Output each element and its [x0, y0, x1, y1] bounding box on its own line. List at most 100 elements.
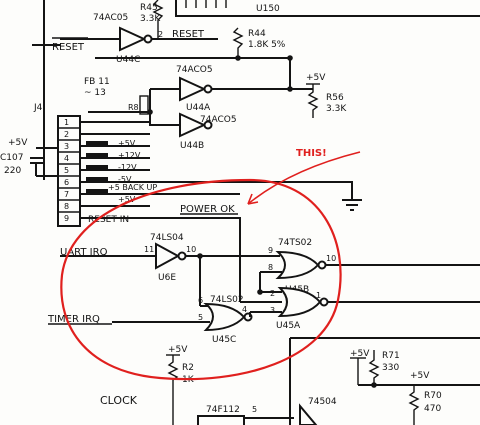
u44a-ref: U44A: [186, 103, 211, 113]
u44c-part: 74AC05: [93, 13, 128, 23]
r44-resistor: [232, 27, 244, 58]
r44-value: 1.8K 5%: [248, 40, 286, 50]
power-ok-label: POWER OK: [180, 204, 235, 215]
left-bus: [32, 0, 60, 180]
clock-label: CLOCK: [100, 394, 138, 407]
j4-pin-8: 8: [64, 202, 69, 211]
j4-pin-9: 9: [64, 214, 69, 223]
u45a-pin-3: 3: [270, 306, 275, 315]
c107-supply: +5V: [8, 138, 28, 148]
j4-label-backup: +5 BACK UP: [108, 183, 157, 192]
r70-resistor: [408, 385, 420, 425]
u45c-pin-4: 4: [242, 305, 247, 314]
u45b-part: 74TS02: [278, 238, 312, 248]
this-annotation: THIS!: [296, 148, 327, 159]
u45c-pin-5: 5: [198, 313, 203, 322]
highlight-circle: [60, 178, 342, 381]
u150-block: U150: [175, 0, 480, 17]
red-annotation: THIS!: [60, 148, 361, 381]
uart-irq-label: UART IRQ: [60, 247, 108, 258]
u44c-gate: [119, 26, 147, 52]
r71-ref: R71: [382, 351, 400, 361]
u45a-gate: [277, 286, 322, 318]
j4-pin-5: 5: [64, 166, 69, 175]
fb-ref: FB 11: [84, 77, 110, 87]
j4-label-12v: +12V: [118, 151, 141, 160]
j4-label-neg12v: -12V: [118, 163, 137, 172]
reset-bar-label: RESET: [52, 42, 85, 53]
u45a-nor: 2 3 1 U45A: [250, 286, 480, 331]
u45c-ref: U45C: [212, 335, 236, 345]
u45b-gate: [275, 250, 320, 280]
u45c-gate: [203, 302, 246, 332]
u74504-gate: [299, 403, 318, 425]
j4-label-5v-2: +5V: [118, 195, 136, 204]
uart-irq-path: UART IRQ 11 74LS04 U6E 10: [60, 233, 280, 307]
vcc-r56: +5V: [306, 73, 326, 83]
u44b-part: 74ACO5: [200, 115, 237, 125]
r56-pullup: +5V R56 3.3K: [306, 73, 347, 118]
j4-connector: J4 1 2 3 4 5 6 7 8 9 +5V +12V -12V: [33, 103, 157, 227]
u6e-pin-in: 11: [144, 245, 154, 254]
u44a-u44b: 74ACO5 U44A 74ACO5 U44B: [147, 55, 313, 151]
arrow-shaft: [247, 151, 361, 205]
j4-pin-1: 1: [64, 118, 69, 127]
r71-value: 330: [382, 363, 399, 373]
u74504-part: 74504: [308, 397, 337, 407]
vcc-r2: +5V: [168, 345, 188, 355]
u45c-part: 74LS02: [210, 295, 244, 305]
arrow-head: [247, 193, 259, 205]
u44c-ref: U44C: [116, 55, 140, 65]
u74f112-pin-5: 5: [252, 405, 257, 414]
c107-capacitor: +5V C107 220: [0, 138, 58, 177]
u45b-pin-9: 9: [268, 246, 273, 255]
j4-pin-7: 7: [64, 190, 69, 199]
u45b-pin-8: 8: [268, 263, 273, 272]
j4-pin-3: 3: [64, 142, 69, 151]
u44a-gate: [179, 76, 207, 102]
j4-label-reset-in: RESET IN: [88, 215, 129, 225]
r45-value: 3.3K: [140, 14, 161, 24]
j4-ref: J4: [33, 103, 43, 113]
timer-irq-path: TIMER IRQ: [47, 314, 112, 325]
r8-resistor: [139, 95, 149, 115]
u45c-nor: 74LS02 6 5 4 U45C: [112, 295, 253, 345]
r71-resistor: [368, 350, 380, 385]
r70-value: 470: [424, 404, 441, 414]
r44-ref: R44: [248, 29, 266, 39]
u6e-part: 74LS04: [150, 233, 184, 243]
timer-irq-label: TIMER IRQ: [47, 314, 100, 325]
u44b-ref: U44B: [180, 141, 204, 151]
u45c-pin-6: 6: [198, 296, 203, 305]
reset-circuit: R45 3.3K 74AC05 U44C 2 RESET RESET R44 1…: [52, 0, 290, 65]
u74f112-part: 74F112: [206, 405, 240, 415]
u74f112-body: [197, 415, 245, 425]
r70-ref: R70: [424, 391, 442, 401]
u45b-nor: 74TS02 9 8 10 U45B: [240, 238, 480, 303]
u45a-ref: U45A: [276, 321, 301, 331]
r56-ref: R56: [326, 93, 344, 103]
u6e-ref: U6E: [158, 273, 176, 283]
u45a-pin-2: 2: [270, 289, 275, 298]
u6e-pin-out: 10: [186, 245, 196, 254]
r2-resistor: [167, 355, 179, 425]
j4-pin-6: 6: [64, 178, 69, 187]
r45-resistor: [152, 0, 164, 38]
u44c-pin-out: 2: [158, 30, 163, 39]
r45-ref: R45: [140, 3, 158, 13]
c107-value: 220: [4, 166, 21, 176]
vcc-r70: +5V: [410, 371, 430, 381]
lower-circuit: +5V R2 1K CLOCK 74F112 5 74504 +5V R71 3…: [100, 337, 480, 425]
ferrite-bead: FB 11 ~ 13 R8: [84, 77, 150, 115]
j4-pin-2: 2: [64, 130, 69, 139]
vcc-r71: +5V: [350, 349, 370, 359]
r8-ref: R8: [128, 103, 139, 112]
reset-out-label: RESET: [172, 29, 205, 40]
j4-label-5v: +5V: [118, 139, 136, 148]
r2-ref: R2: [182, 363, 194, 373]
u44a-part: 74ACO5: [176, 65, 213, 75]
fb-value: ~ 13: [84, 88, 106, 98]
r56-value: 3.3K: [326, 104, 347, 114]
